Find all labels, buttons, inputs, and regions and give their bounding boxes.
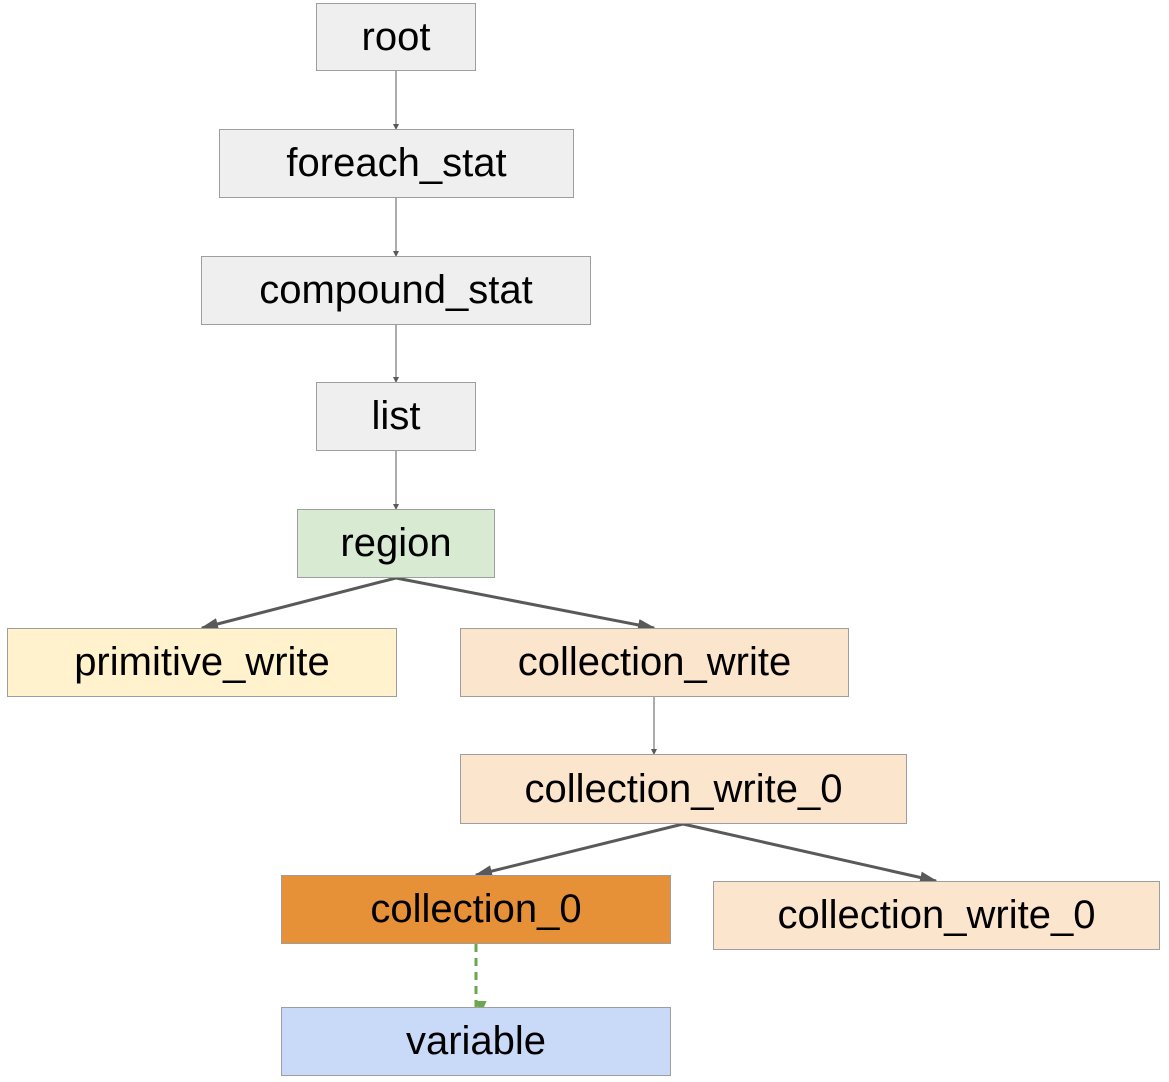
edge-collection-write-0-to-collection-0 <box>474 822 684 877</box>
node-label: collection_write_0 <box>524 766 843 811</box>
node-collection-write-0: collection_write_0 <box>460 754 907 824</box>
node-label: foreach_stat <box>286 141 507 185</box>
node-label: collection_0 <box>370 887 582 931</box>
node-list: list <box>316 382 476 451</box>
edge-region-to-primitive-write <box>200 576 397 630</box>
node-foreach-stat: foreach_stat <box>219 129 574 198</box>
node-collection-write-0-right: collection_write_0 <box>713 881 1160 950</box>
node-label: list <box>371 394 421 438</box>
node-primitive-write: primitive_write <box>7 628 397 697</box>
node-label: collection_write <box>517 640 792 684</box>
node-root: root <box>316 3 476 71</box>
node-label: compound_stat <box>259 268 533 312</box>
node-compound-stat: compound_stat <box>201 256 591 325</box>
node-label: collection_write_0 <box>777 893 1096 937</box>
node-region: region <box>297 509 495 578</box>
node-variable: variable <box>281 1007 671 1076</box>
node-collection-0: collection_0 <box>281 875 671 944</box>
node-collection-write: collection_write <box>460 628 849 697</box>
edge-collection-write-0-to-collection-write-0-b <box>682 822 938 884</box>
edge-region-to-collection-write <box>395 576 656 631</box>
node-label: region <box>340 521 452 565</box>
node-label: variable <box>405 1019 547 1063</box>
node-label: root <box>361 14 431 59</box>
node-label: primitive_write <box>74 640 330 684</box>
